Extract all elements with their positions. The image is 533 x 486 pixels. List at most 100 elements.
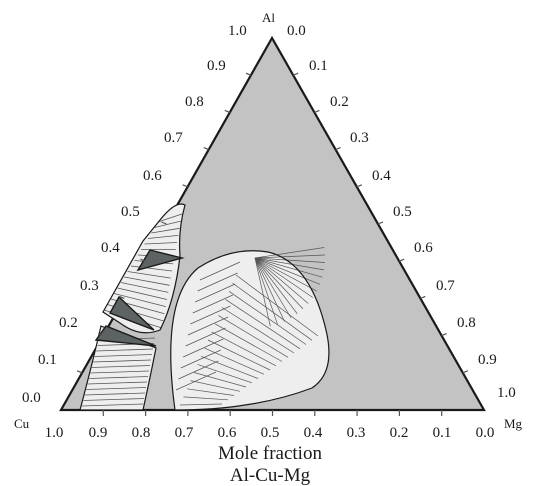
tie-line (96, 348, 154, 352)
tie-line (117, 287, 168, 300)
left-tick-label: 0.6 (143, 168, 162, 184)
tie-line (232, 282, 313, 341)
tie-line (254, 257, 285, 322)
bottom-tick-label: 0.5 (261, 425, 280, 441)
tie-line (254, 247, 325, 259)
tie-line (84, 392, 146, 396)
tie-line (183, 396, 229, 401)
tie-line (127, 271, 171, 279)
tie-line (180, 349, 221, 369)
right-tick-label: 0.4 (372, 168, 391, 184)
tie-line (197, 364, 253, 384)
tick-mark (335, 147, 341, 151)
vertex-label-top: Al (262, 10, 275, 25)
axis-caption: Mole fraction (218, 443, 322, 464)
right-edge-tick-labels: 0.0 0.1 0.2 0.3 0.4 0.5 0.6 0.7 0.8 0.9 … (287, 23, 516, 401)
tie-line (190, 380, 241, 392)
tie-line (254, 257, 278, 325)
tick-mark (224, 109, 231, 113)
tie-line (151, 227, 180, 234)
left-tick-label: 0.3 (80, 278, 99, 294)
right-tick-label: 0.6 (414, 240, 433, 256)
tick-mark (119, 295, 125, 299)
tick-mark (161, 221, 167, 225)
tie-line (254, 257, 271, 327)
right-tick-label: 0.5 (393, 204, 412, 220)
left-tick-label: 0.2 (59, 315, 78, 331)
tie-line (214, 323, 283, 362)
tick-mark (441, 333, 447, 337)
tie-line (93, 359, 152, 363)
bottom-tick-label: 0.1 (433, 425, 452, 441)
bottom-tick-label: 0.0 (476, 425, 495, 441)
left-tick-label: 0.4 (101, 240, 120, 256)
tie-line (199, 261, 241, 281)
bottom-tick-label: 0.7 (175, 425, 194, 441)
tick-mark (292, 72, 299, 76)
tick-marks (76, 72, 469, 416)
tie-line (235, 274, 319, 337)
tick-mark (398, 258, 405, 262)
tick-mark (377, 221, 384, 225)
system-caption: Al-Cu-Mg (230, 465, 311, 486)
tie-line (221, 307, 295, 354)
two-phase-lens-region (170, 250, 329, 410)
bottom-tick-label: 0.9 (89, 425, 108, 441)
right-tick-label: 0.1 (309, 58, 328, 74)
left-edge-tick-labels: 0.0 0.1 0.2 0.3 0.4 0.5 0.6 0.7 0.8 0.9 … (22, 23, 247, 406)
bottom-tick-label: 0.8 (132, 425, 151, 441)
tick-mark (356, 184, 363, 188)
left-tick-label: 0.1 (38, 352, 57, 368)
tick-mark (97, 333, 104, 337)
bottom-tick-label: 0.3 (347, 425, 366, 441)
tie-line (144, 242, 178, 245)
tie-line (254, 257, 325, 263)
tie-line (254, 257, 292, 319)
tie-line (187, 316, 229, 336)
tie-lines-lower-left (81, 337, 156, 407)
bottom-edge-tick-labels: 1.0 0.9 0.8 0.7 0.6 0.5 0.4 0.3 0.2 0.1 … (45, 425, 495, 441)
tie-line (120, 282, 169, 293)
tie-line (114, 293, 166, 307)
tie-line (91, 365, 151, 368)
bottom-tick-label: 1.0 (45, 425, 64, 441)
three-phase-triangle-3 (94, 325, 157, 347)
tick-mark (314, 109, 320, 113)
left-tick-label: 0.7 (164, 130, 183, 146)
tie-line (94, 354, 153, 357)
bottom-tick-label: 0.4 (304, 425, 323, 441)
left-tick-label: 0.8 (185, 94, 204, 110)
left-tick-label: 1.0 (228, 23, 247, 39)
tie-line (254, 257, 325, 271)
tie-line (197, 272, 238, 292)
lens-boundary (170, 250, 330, 411)
tie-line (195, 283, 236, 303)
right-tick-label: 0.8 (457, 315, 476, 331)
tie-line (186, 388, 235, 396)
vertex-label-right: Mg (504, 416, 523, 431)
tie-line (193, 372, 247, 388)
tie-line (86, 387, 147, 390)
tie-line (175, 371, 217, 391)
tick-mark (203, 147, 209, 151)
tie-line (211, 331, 277, 367)
tick-mark (182, 184, 188, 188)
tie-line (228, 291, 307, 345)
tie-line (157, 213, 183, 223)
right-tick-label: 1.0 (497, 385, 516, 401)
tick-mark (420, 295, 426, 299)
tick-mark (76, 370, 83, 374)
tie-line (154, 220, 181, 228)
tie-line (147, 235, 179, 239)
left-tick-label: 0.0 (22, 390, 41, 406)
right-tick-label: 0.2 (330, 94, 349, 110)
tick-mark (245, 72, 252, 76)
tie-line (178, 360, 219, 380)
tie-line (254, 257, 323, 278)
upper-left-boundary (102, 203, 186, 334)
tie-line (254, 257, 304, 310)
left-tick-label: 0.5 (121, 204, 140, 220)
right-tick-label: 0.0 (287, 23, 306, 39)
tie-line (87, 381, 148, 385)
